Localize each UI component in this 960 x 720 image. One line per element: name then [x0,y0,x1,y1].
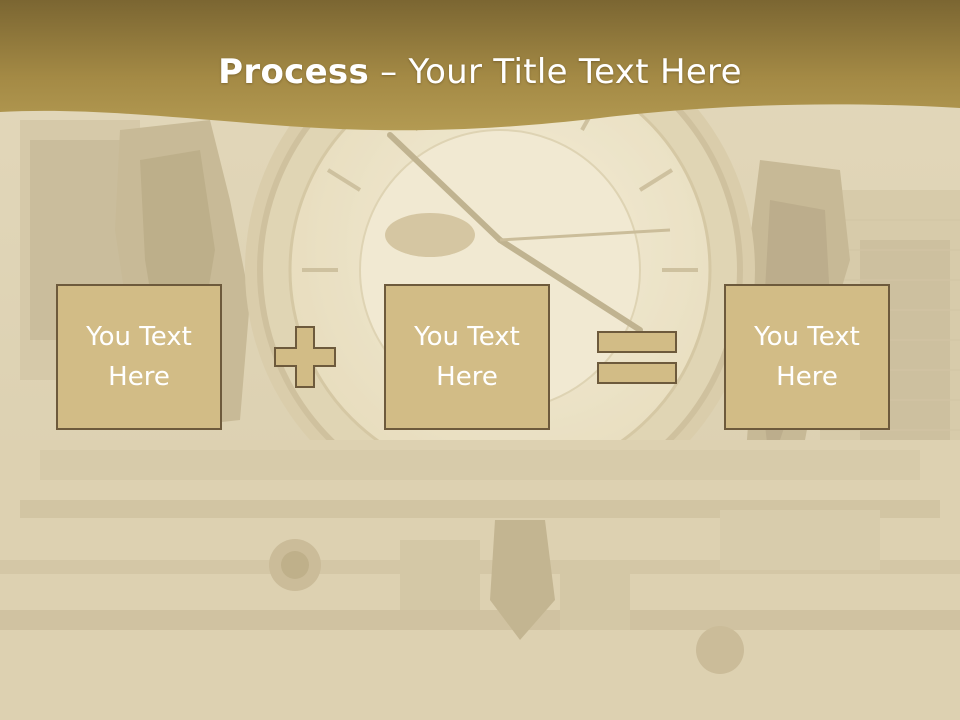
process-box-2-label: You Text Here [414,322,520,392]
process-box-1[interactable]: You Text Here [56,284,222,430]
process-box-3-label: You Text Here [754,322,860,392]
title-rest-text: – Your Title Text Here [369,52,742,92]
title-banner [0,0,960,131]
process-box-1-label: You Text Here [86,322,192,392]
equals-icon [597,331,677,384]
process-box-2[interactable]: You Text Here [384,284,550,430]
title-bold-text: Process [218,52,370,92]
slide-title[interactable]: Process – Your Title Text Here [0,52,960,92]
process-box-3[interactable]: You Text Here [724,284,890,430]
plus-icon [274,326,336,388]
